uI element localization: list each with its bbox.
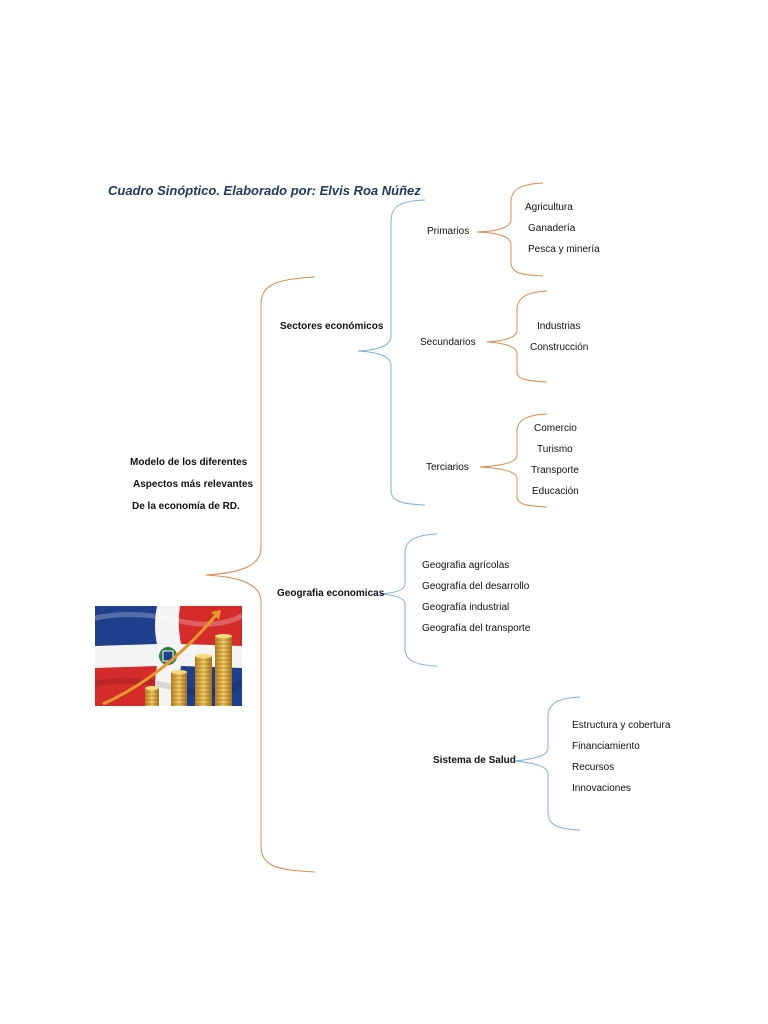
primarios-item: Ganadería (528, 223, 576, 234)
terciarios-brace (479, 413, 548, 508)
terciarios-item: Comercio (534, 423, 577, 434)
secundarios-label: Secundarios (420, 337, 476, 348)
sectores-label: Sectores económicos (280, 321, 384, 332)
main-brace (205, 276, 316, 873)
primarios-item: Agricultura (525, 202, 573, 213)
salud-brace (514, 696, 581, 831)
terciarios-item: Transporte (531, 465, 579, 476)
geografia-item: Geografía del desarrollo (422, 581, 530, 592)
geografia-item: Geografia agrícolas (422, 560, 510, 571)
page-title: Cuadro Sinóptico. Elaborado por: Elvis R… (108, 183, 421, 198)
sectores-brace (357, 199, 426, 506)
dominican-flag-coins-image (95, 606, 242, 706)
primarios-label: Primarios (427, 226, 470, 237)
geografia-item: Geografía industrial (422, 602, 510, 613)
root-line-1: Modelo de los diferentes (130, 457, 248, 468)
salud-item: Estructura y cobertura (572, 720, 671, 731)
terciarios-item: Educación (532, 486, 579, 497)
terciarios-item: Turismo (537, 444, 573, 455)
salud-label: Sistema de Salud (433, 755, 516, 766)
geografia-label: Geografia economicas (277, 588, 385, 599)
primarios-item: Pesca y minería (528, 244, 600, 255)
root-line-3: De la economía de RD. (132, 501, 240, 512)
geografia-item: Geografía del transporte (422, 623, 531, 634)
salud-item: Financiamiento (572, 741, 640, 752)
salud-item: Recursos (572, 762, 615, 773)
primarios-brace (476, 182, 544, 277)
root-line-2: Aspectos más relevantes (133, 479, 254, 490)
salud-item: Innovaciones (572, 783, 631, 794)
secundarios-item: Construcción (530, 342, 589, 353)
secundarios-brace (486, 290, 548, 383)
terciarios-label: Terciarios (426, 462, 469, 473)
geografia-brace (379, 533, 438, 667)
secundarios-item: Industrias (537, 321, 581, 332)
